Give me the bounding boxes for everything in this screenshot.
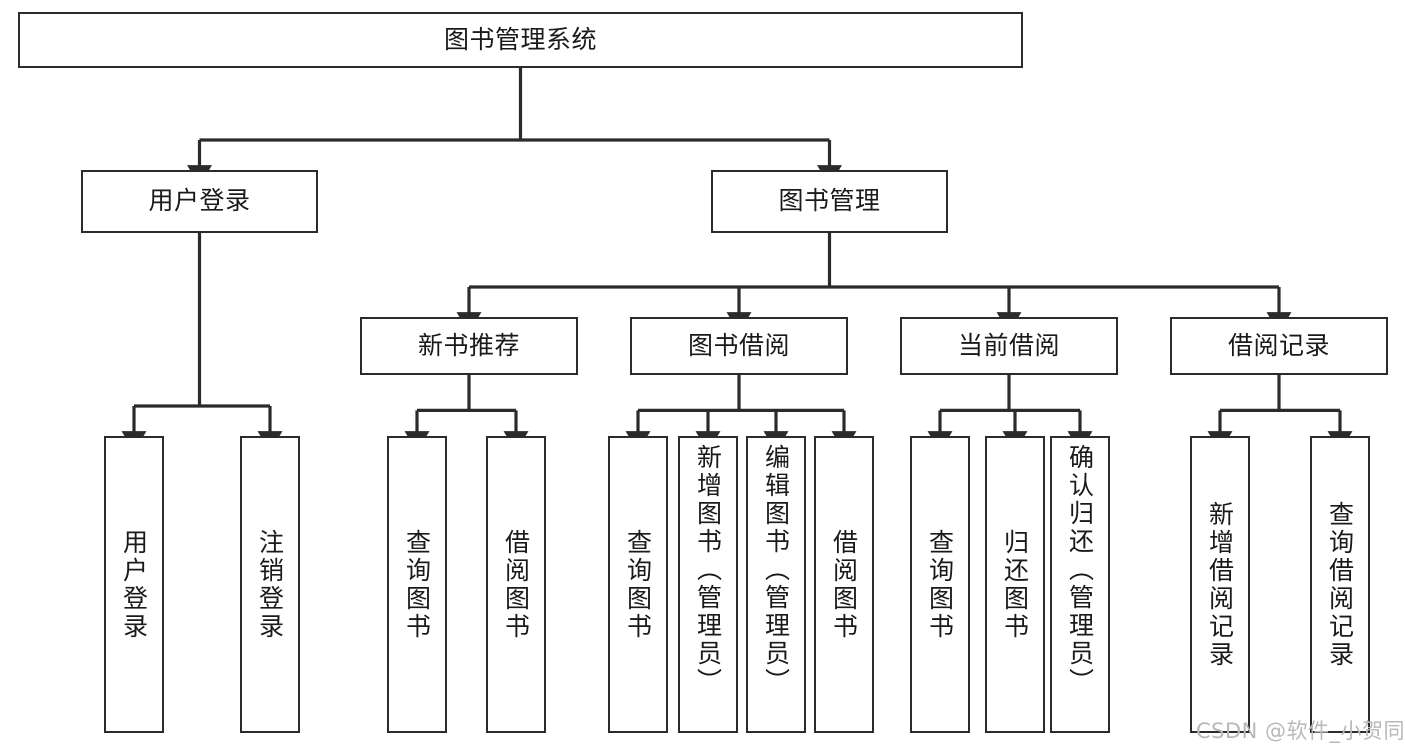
node-leaf-query-book-2[interactable]: 查询图书 <box>608 436 668 733</box>
node-root[interactable]: 图书管理系统 <box>18 12 1023 68</box>
node-label: 查询图书 <box>402 528 432 641</box>
node-book-borrow[interactable]: 图书借阅 <box>630 317 848 375</box>
node-leaf-borrow-book-1[interactable]: 借阅图书 <box>486 436 546 733</box>
node-label: 注销登录 <box>255 528 285 641</box>
node-label: 图书管理 <box>778 186 881 216</box>
node-label: 用户登录 <box>148 186 251 216</box>
node-label: 查询借阅记录 <box>1325 500 1355 669</box>
node-leaf-edit-book[interactable]: 编辑图书（管理员） <box>746 436 806 733</box>
node-borrow-record[interactable]: 借阅记录 <box>1170 317 1388 375</box>
node-leaf-query-book-1[interactable]: 查询图书 <box>387 436 447 733</box>
node-current-borrow[interactable]: 当前借阅 <box>900 317 1118 375</box>
node-label: 新增借阅记录 <box>1205 500 1235 669</box>
node-label: 新书推荐 <box>417 330 520 360</box>
node-label: 当前借阅 <box>957 330 1060 360</box>
node-leaf-return-book[interactable]: 归还图书 <box>985 436 1045 733</box>
node-label: 借阅图书 <box>501 528 531 641</box>
node-book-manage[interactable]: 图书管理 <box>711 170 948 233</box>
node-new-book-rec[interactable]: 新书推荐 <box>360 317 578 375</box>
node-label: 编辑图书（管理员） <box>761 444 791 696</box>
node-leaf-query-record[interactable]: 查询借阅记录 <box>1310 436 1370 733</box>
node-label: 图书借阅 <box>687 330 790 360</box>
node-leaf-add-book[interactable]: 新增图书（管理员） <box>678 436 738 733</box>
node-leaf-borrow-book-2[interactable]: 借阅图书 <box>814 436 874 733</box>
node-leaf-user-logout[interactable]: 注销登录 <box>240 436 300 733</box>
node-leaf-add-record[interactable]: 新增借阅记录 <box>1190 436 1250 733</box>
node-label: 新增图书（管理员） <box>693 444 723 696</box>
node-label: 归还图书 <box>1000 528 1030 641</box>
watermark-text: CSDN @软件_小贺同学 <box>1196 719 1405 743</box>
node-leaf-query-book-3[interactable]: 查询图书 <box>910 436 970 733</box>
node-leaf-confirm-return[interactable]: 确认归还（管理员） <box>1050 436 1110 733</box>
node-label: 借阅记录 <box>1227 330 1330 360</box>
node-label: 用户登录 <box>119 528 149 641</box>
node-label: 查询图书 <box>623 528 653 641</box>
node-label: 确认归还（管理员） <box>1065 444 1095 696</box>
node-leaf-user-login[interactable]: 用户登录 <box>104 436 164 733</box>
node-user-login[interactable]: 用户登录 <box>81 170 318 233</box>
node-label: 图书管理系统 <box>443 24 597 54</box>
node-label: 查询图书 <box>925 528 955 641</box>
node-label: 借阅图书 <box>829 528 859 641</box>
